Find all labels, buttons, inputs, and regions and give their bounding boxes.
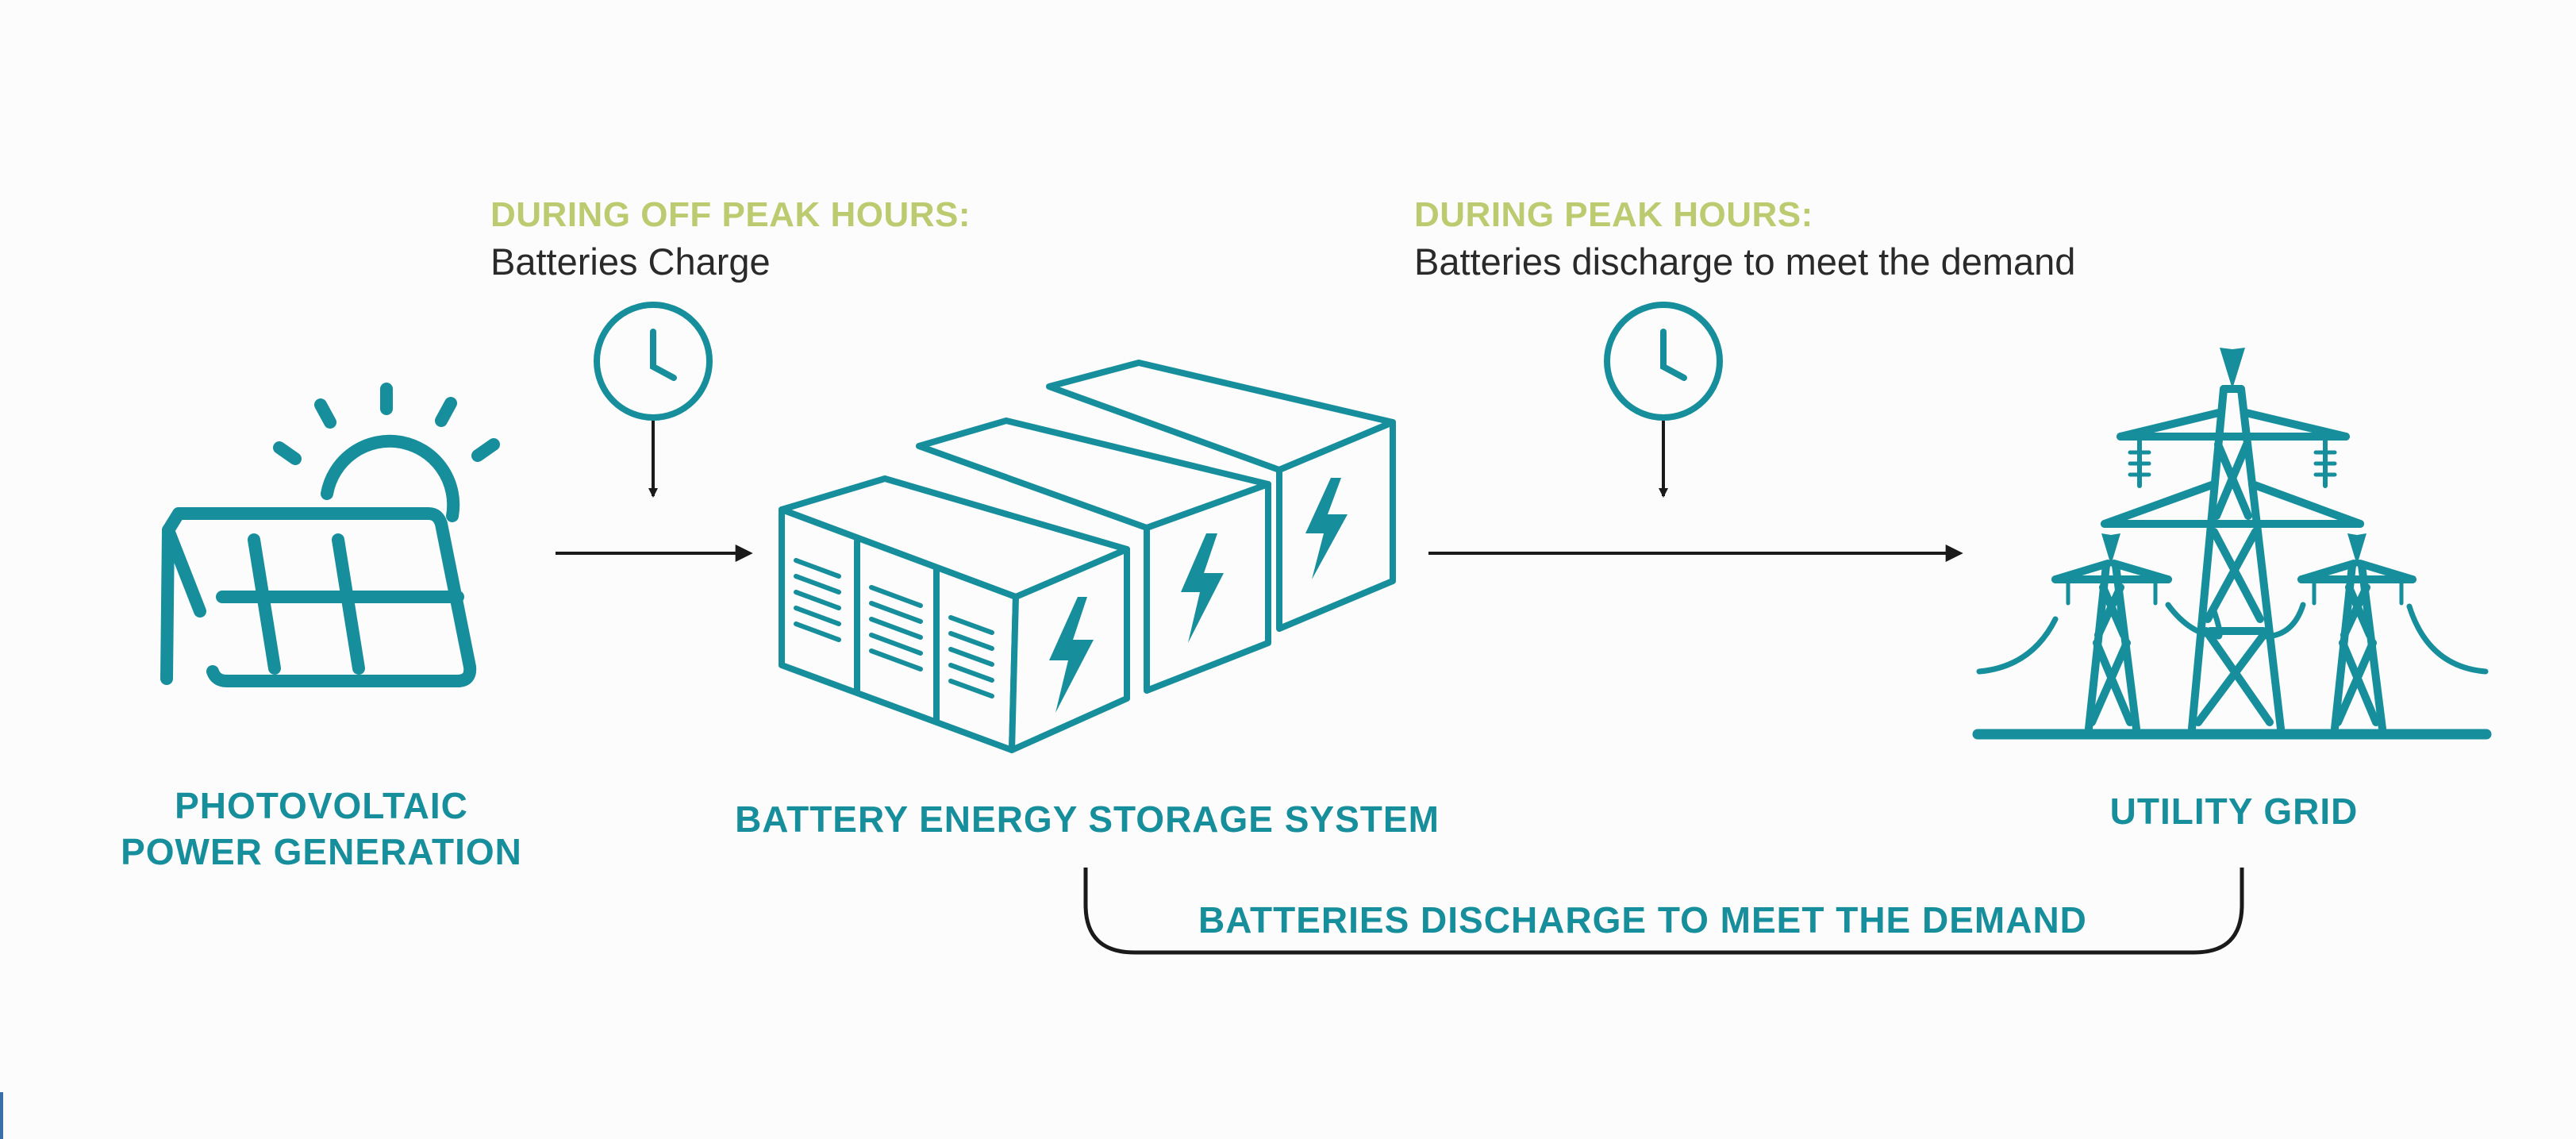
edge-accent <box>0 1092 3 1139</box>
bess-label: BATTERY ENERGY STORAGE SYSTEM <box>735 798 1440 840</box>
bracket-label: BATTERIES DISCHARGE TO MEET THE DEMAND <box>1198 899 2087 941</box>
grid-label: UTILITY GRID <box>2109 791 2359 832</box>
pv-label-line2: POWER GENERATION <box>121 831 522 872</box>
battery-container-back <box>1046 360 1396 632</box>
right-tower <box>2297 533 2416 733</box>
peak-description: Batteries discharge to meet the demand <box>1414 240 2076 283</box>
main-tower <box>2101 348 2364 733</box>
clock-icon <box>1604 302 1723 421</box>
battery-container-front <box>779 475 1130 753</box>
battery-containers-icon <box>779 360 1396 753</box>
solar-panel-icon <box>160 383 500 687</box>
pv-label-line1: PHOTOVOLTAIC <box>175 785 468 826</box>
transmission-tower-icon <box>1972 348 2492 740</box>
battery-container-middle <box>916 418 1271 694</box>
pv-label: PHOTOVOLTAIC POWER GENERATION <box>103 784 540 873</box>
vent-lines <box>794 558 994 698</box>
left-tower <box>2051 533 2172 733</box>
off-peak-heading: DURING OFF PEAK HOURS: <box>490 195 971 234</box>
peak-heading: DURING PEAK HOURS: <box>1414 195 1813 234</box>
sun-icon <box>273 383 500 522</box>
clock-icon <box>594 302 713 421</box>
discharge-bracket <box>1083 868 2244 955</box>
off-peak-description: Batteries Charge <box>490 240 771 283</box>
power-lines <box>1976 602 2489 675</box>
arrows <box>556 421 1963 562</box>
